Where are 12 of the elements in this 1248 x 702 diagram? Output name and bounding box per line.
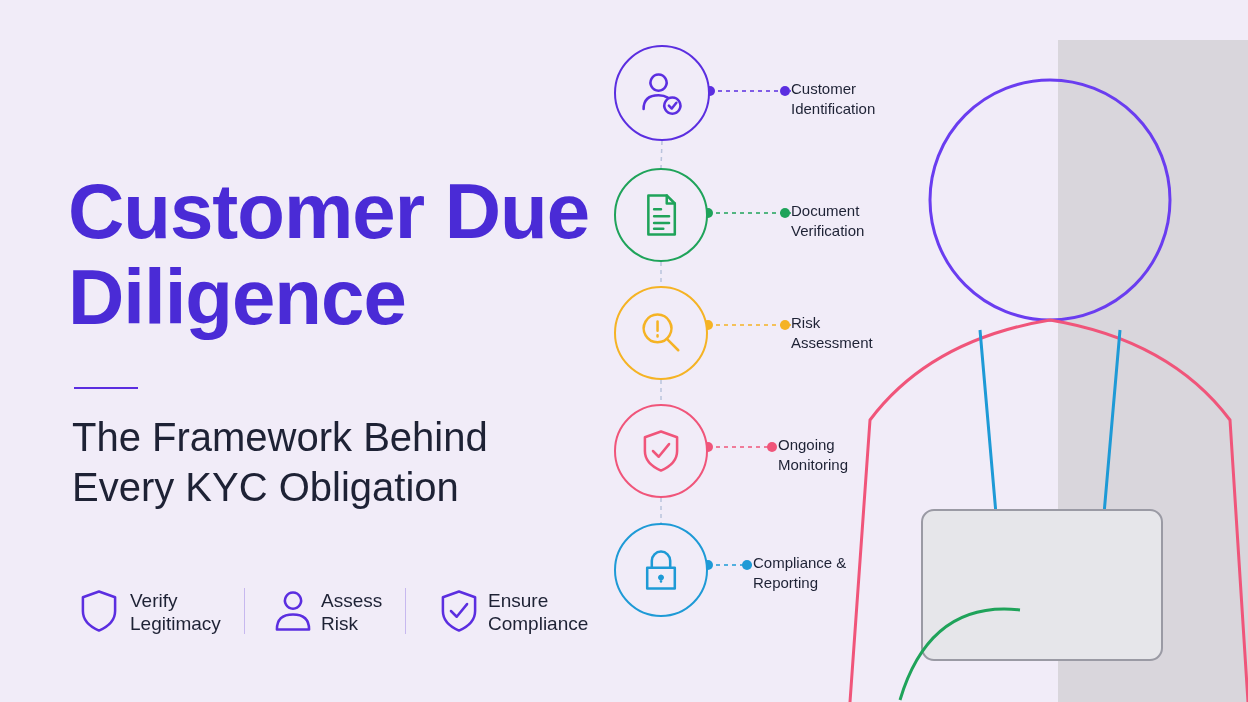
step-label: Compliance & Reporting: [753, 553, 863, 593]
subtitle: The Framework Behind Every KYC Obligation: [72, 414, 489, 511]
step-label: Customer Identification: [791, 79, 901, 119]
step-label: Risk Assessment: [791, 313, 901, 353]
feature-label: Verify Legitimacy: [130, 589, 222, 635]
dotted-line: [660, 140, 663, 169]
dotted-line: [660, 497, 662, 524]
step-label: Ongoing Monitoring: [778, 435, 888, 475]
feature-label: Ensure Compliance: [488, 589, 590, 635]
feature-label: Assess Risk: [321, 589, 384, 635]
title: Customer Due Diligence: [68, 168, 591, 340]
step-label: Document Verification: [791, 201, 901, 241]
